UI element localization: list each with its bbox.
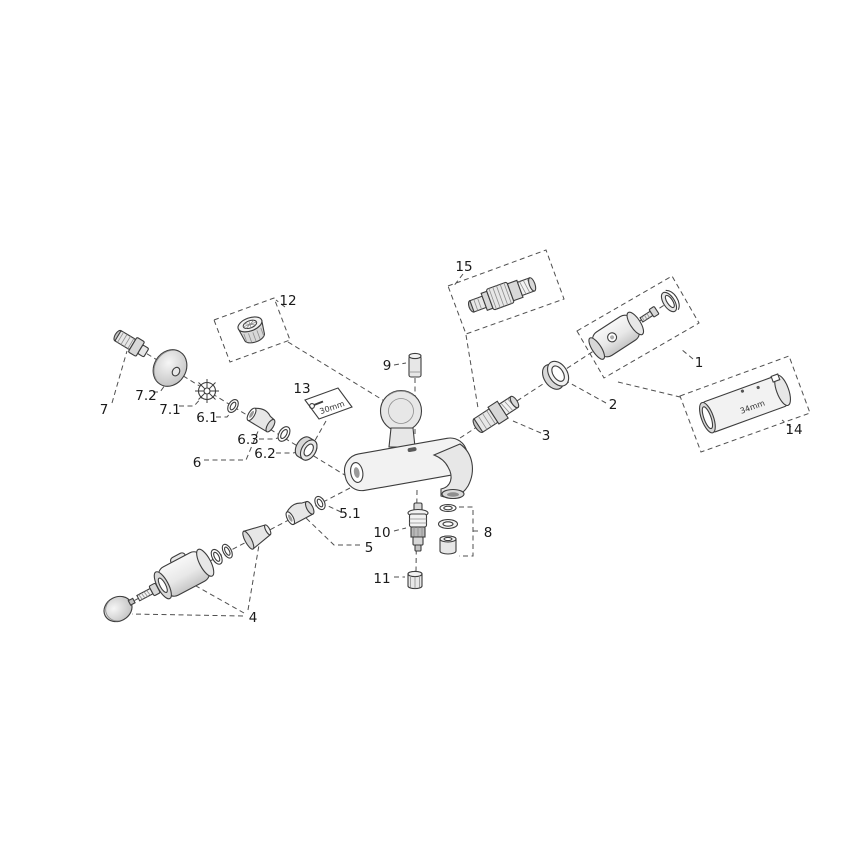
part-10-thermostatic-cartridge [407,502,429,552]
part-1-cap [660,289,680,313]
part-4-cone-adapter [242,524,272,550]
part-label-12: 12 [279,293,296,309]
part-15-check-valve [467,277,537,313]
group-box-part-1 [576,275,700,379]
part-label-5: 5 [365,540,374,556]
seal-ring-top [439,503,457,513]
part-label-2: 2 [609,397,618,413]
axis-cartridge-vertical [415,489,418,573]
body-button-slot [407,447,417,452]
knob-hole [157,577,168,594]
part-label-14: 14 [785,422,802,438]
part-label-6-2: 6.2 [254,446,275,462]
leader-line-7-2 [153,380,169,393]
part-label-15: 15 [455,259,472,275]
part-13-size-packet: 30mm [304,387,353,420]
part-6-1-o-ring [227,399,239,413]
leader-line-9 [393,362,407,366]
part-4-washers [210,543,233,565]
group-box-part-15 [447,249,565,335]
part-labels: 1 2 3 4 5 5.1 6 6.1 6.2 6.3 7 7.1 7.2 8 … [100,259,803,626]
group-box-part-14 [679,355,811,453]
connector-part-13 [312,420,327,445]
part-12-aerator-nut [237,316,265,344]
part-9-plug [408,352,422,378]
group-box-part-12 [213,297,291,363]
connector-part-12 [287,341,387,403]
leader-line-12 [275,299,286,308]
part-label-10: 10 [373,525,390,541]
spout [432,443,473,500]
leader-line-14 [781,419,792,428]
part-label-9: 9 [383,358,392,374]
group-boxes [213,249,811,453]
wall-flange [379,389,423,433]
part-label-5-1: 5.1 [339,506,360,522]
part-label-6-3: 6.3 [237,432,258,448]
leader-line-5 [305,517,360,546]
part-label-7-1: 7.1 [159,402,180,418]
leader-line-6-2 [276,450,304,454]
part-4-handle-knob [153,548,215,600]
part-4-screw [136,582,161,602]
leader-line-15 [452,273,464,288]
leader-line-7 [111,350,128,404]
part-11-bushing [407,570,423,590]
part-7-1-star-washer [195,379,219,403]
seal-ring-middle [437,518,459,530]
part-label-7: 7 [100,402,109,418]
part-7-2-escutcheon-dome [152,349,188,387]
part-7-wall-union-nipple [113,329,149,358]
leader-lines [111,273,792,617]
part-1-lever-handle [588,311,645,360]
part-label-13: 13 [293,381,310,397]
seal-bushing [439,535,457,555]
leader-bracket-8 [459,506,480,557]
part-1-screw [639,306,660,323]
leader-line-2 [567,381,607,404]
part-3-check-valve-union [472,395,520,433]
part-label-4: 4 [249,610,258,626]
sleeve-notch [770,373,781,383]
part-label-7-2: 7.2 [135,388,156,404]
leader-line-4-a [131,613,244,617]
part-2-escutcheon-ring [541,360,570,390]
part-4-cap-dome [103,595,136,623]
part-6-2-union-nut [294,436,318,461]
part-label-6-1: 6.1 [196,410,217,426]
part-5-1-o-ring [314,495,326,511]
part-label-8: 8 [484,525,493,541]
leader-line-1 [680,348,694,360]
part-label-1: 1 [695,355,704,371]
leader-line-4-b [195,585,245,614]
part-5-elbow-union [285,500,315,526]
part-label-6: 6 [193,455,202,471]
part-6-3-washer [277,426,291,442]
part-label-11: 11 [373,571,390,587]
leader-line-5-1 [325,504,342,513]
wrench-icon [309,400,324,409]
faucet-body [343,389,473,500]
connector-part-15 [465,334,479,409]
part-label-3: 3 [542,428,551,444]
leader-line-10 [393,527,407,532]
part-6-elbow-union [246,407,276,433]
connector-part-14 [617,381,681,398]
leader-line-6 [204,428,260,461]
part-14-extension-sleeve: 34mm [699,373,791,434]
leader-line-4-c [247,544,260,611]
part-8-seal-stack [437,503,459,555]
